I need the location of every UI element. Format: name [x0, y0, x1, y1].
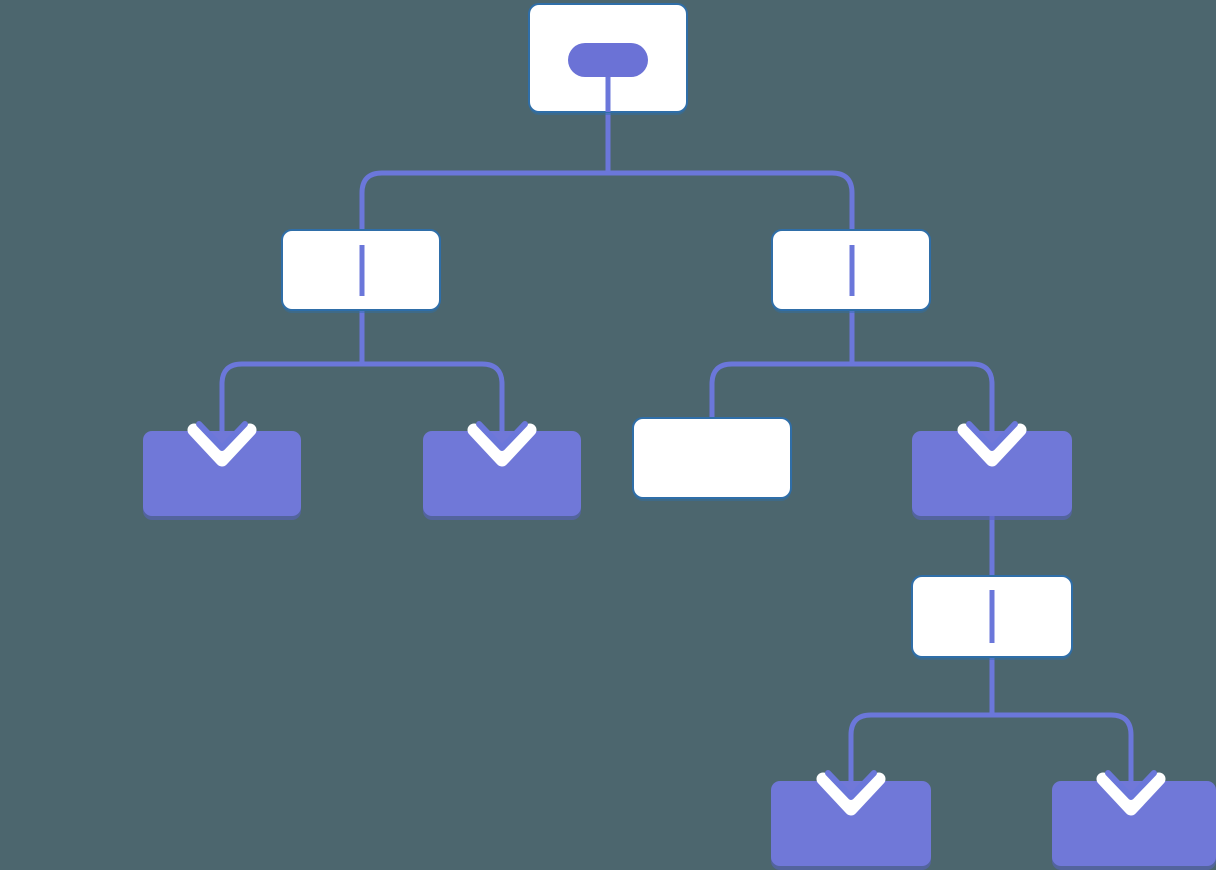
connector-level2-left-to-leaf-1	[219, 361, 362, 448]
branch-purple-node-arrowhead	[957, 421, 1027, 467]
branch-purple-node-body[interactable]	[912, 431, 1072, 516]
leaf-node-3-body[interactable]	[771, 781, 931, 866]
level2-right-node[interactable]	[771, 229, 931, 313]
leaf-node-2[interactable]	[423, 431, 581, 520]
leaf-node-3-chevron-white	[816, 772, 886, 816]
connector-root-to-level2-left	[359, 170, 608, 230]
leaf-node-3[interactable]	[771, 781, 931, 870]
leaf-node-1[interactable]	[143, 431, 301, 520]
leaf-node-4-chevron-purple	[1105, 770, 1157, 800]
leaf-node-1-chevron-purple	[196, 421, 248, 451]
leaf-node-2-body[interactable]	[423, 431, 581, 516]
branch-purple-node-chevron-purple	[966, 421, 1018, 451]
connector-level2-left-to-leaf-2	[362, 361, 505, 448]
leaf-node-1-chevron-white	[187, 423, 257, 467]
root-node-pill-badge[interactable]	[568, 43, 648, 77]
connectors-layer	[219, 112, 1134, 797]
connector-level4-to-leaf-4	[992, 712, 1134, 797]
branch-purple-node[interactable]	[912, 431, 1072, 520]
root-node[interactable]	[528, 3, 688, 115]
leaf-node-3-chevron-purple	[825, 770, 877, 800]
leaf-node-2-chevron-white	[467, 423, 537, 467]
leaf-node-1-body[interactable]	[143, 431, 301, 516]
leaf-node-4-chevron-white	[1096, 772, 1166, 816]
connector-level2-right-to-level3-white	[709, 361, 852, 418]
leaf-node-2-arrowhead	[467, 421, 537, 467]
connector-root-to-level2-right	[608, 170, 855, 230]
leaf-node-4-arrowhead	[1096, 770, 1166, 816]
level3-white-node[interactable]	[632, 417, 792, 501]
leaf-node-2-chevron-purple	[476, 421, 528, 451]
connector-level2-right-to-branch-purple	[852, 361, 995, 448]
level4-white-node[interactable]	[911, 575, 1073, 660]
arrowheads-layer	[187, 421, 1166, 816]
leaf-node-4-body[interactable]	[1052, 781, 1216, 866]
leaf-node-3-arrowhead	[816, 770, 886, 816]
nodes-layer	[143, 3, 1216, 870]
branch-purple-node-chevron-white	[957, 423, 1027, 467]
connector-level4-to-leaf-3	[848, 712, 992, 797]
level2-left-node[interactable]	[281, 229, 441, 313]
leaf-node-4[interactable]	[1052, 781, 1216, 870]
level3-white-node-body[interactable]	[632, 417, 792, 499]
leaf-node-1-arrowhead	[187, 421, 257, 467]
